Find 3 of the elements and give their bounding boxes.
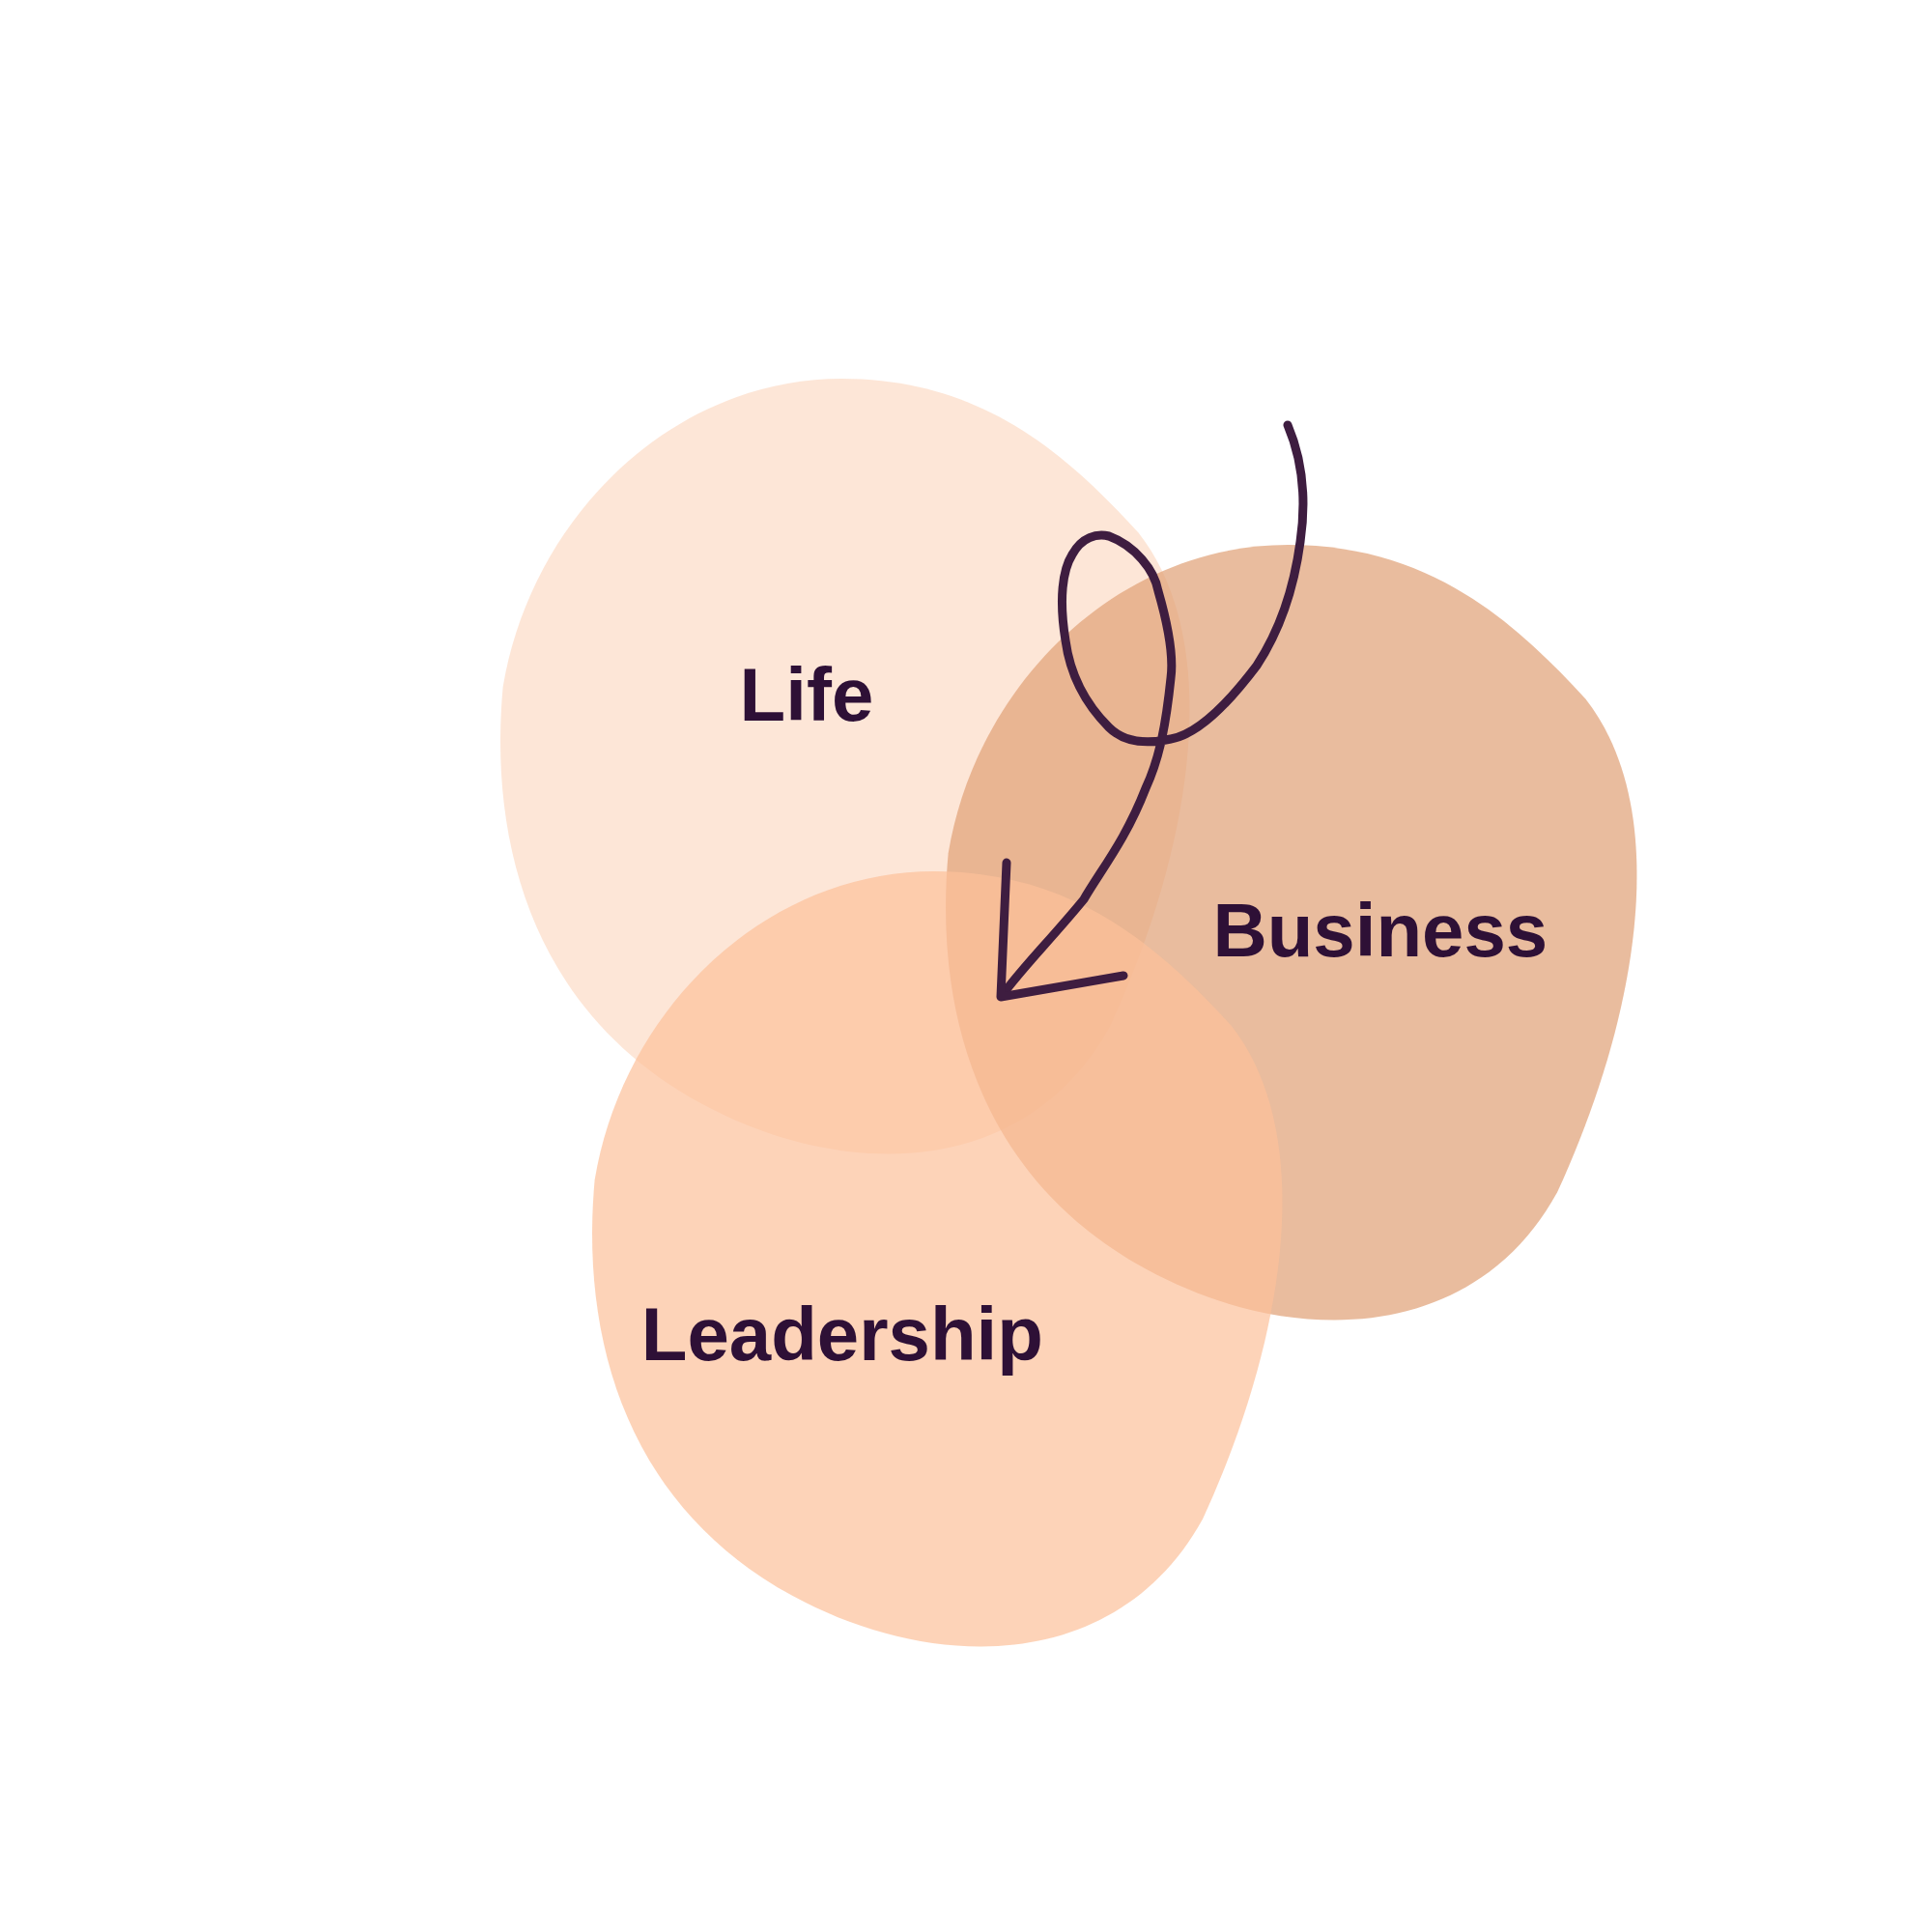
region-label: Business xyxy=(1212,886,1548,975)
region-label: Life xyxy=(739,650,874,739)
region-label: Leadership xyxy=(640,1290,1043,1378)
